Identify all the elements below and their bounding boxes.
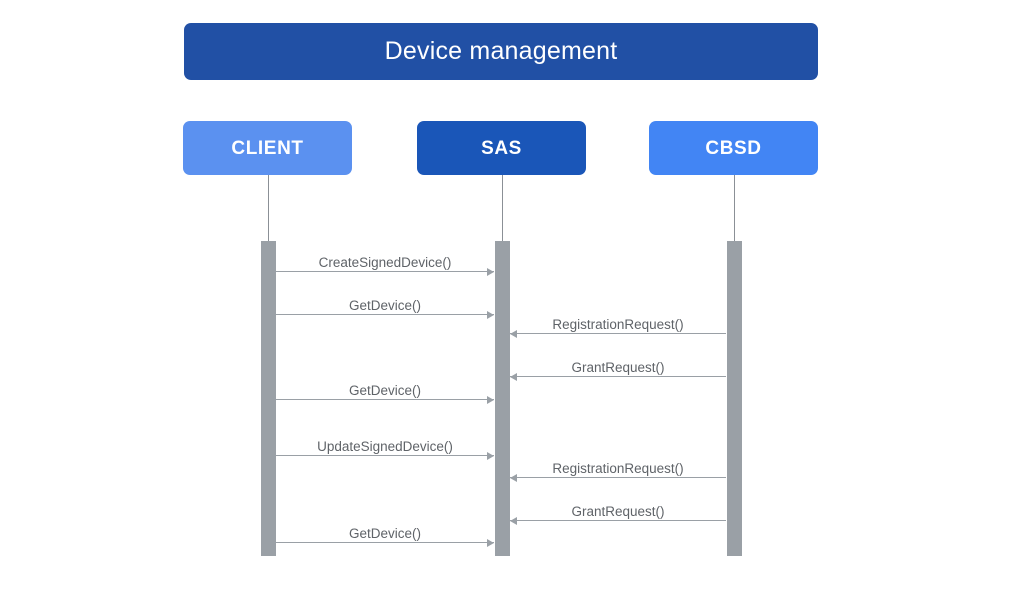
page-title: Device management <box>384 37 618 65</box>
arrowhead-right-icon <box>487 395 494 404</box>
participant-label-client: CLIENT <box>231 137 304 159</box>
message-line-9 <box>276 542 494 543</box>
diagram-title-banner: Device management <box>184 23 818 80</box>
message-6[interactable]: UpdateSignedDevice() <box>276 426 494 460</box>
message-line-3 <box>510 333 726 334</box>
message-8[interactable]: GrantRequest() <box>510 491 726 525</box>
activation-bar-sas <box>495 241 510 556</box>
message-line-7 <box>510 477 726 478</box>
message-label-7: RegistrationRequest() <box>552 460 684 476</box>
message-label-8: GrantRequest() <box>571 503 665 519</box>
message-label-2: GetDevice() <box>348 297 421 313</box>
participant-box-cbsd[interactable]: CBSD <box>649 121 818 175</box>
message-line-1 <box>276 271 494 272</box>
lifeline-stem-cbsd <box>734 175 735 241</box>
message-label-5: GetDevice() <box>348 382 421 398</box>
message-5[interactable]: GetDevice() <box>276 370 494 404</box>
arrowhead-right-icon <box>487 538 494 547</box>
lifeline-stem-sas <box>502 175 503 241</box>
message-1[interactable]: CreateSignedDevice() <box>276 242 494 276</box>
participant-label-cbsd: CBSD <box>705 137 762 159</box>
activation-bar-cbsd <box>727 241 742 556</box>
message-4[interactable]: GrantRequest() <box>510 347 726 381</box>
message-label-4: GrantRequest() <box>571 359 665 375</box>
arrowhead-left-icon <box>510 473 517 482</box>
message-line-8 <box>510 520 726 521</box>
message-label-3: RegistrationRequest() <box>552 316 684 332</box>
participant-box-sas[interactable]: SAS <box>417 121 586 175</box>
message-label-9: GetDevice() <box>348 525 421 541</box>
participant-box-client[interactable]: CLIENT <box>183 121 352 175</box>
lifeline-stem-client <box>268 175 269 241</box>
message-2[interactable]: GetDevice() <box>276 285 494 319</box>
arrowhead-right-icon <box>487 267 494 276</box>
arrowhead-left-icon <box>510 329 517 338</box>
message-line-4 <box>510 376 726 377</box>
message-3[interactable]: RegistrationRequest() <box>510 304 726 338</box>
message-9[interactable]: GetDevice() <box>276 513 494 547</box>
message-label-1: CreateSignedDevice() <box>318 254 452 270</box>
arrowhead-left-icon <box>510 516 517 525</box>
message-7[interactable]: RegistrationRequest() <box>510 448 726 482</box>
participant-label-sas: SAS <box>481 137 522 159</box>
message-line-2 <box>276 314 494 315</box>
arrowhead-right-icon <box>487 451 494 460</box>
message-label-6: UpdateSignedDevice() <box>317 438 453 454</box>
message-line-5 <box>276 399 494 400</box>
activation-bar-client <box>261 241 276 556</box>
arrowhead-right-icon <box>487 310 494 319</box>
arrowhead-left-icon <box>510 372 517 381</box>
message-line-6 <box>276 455 494 456</box>
